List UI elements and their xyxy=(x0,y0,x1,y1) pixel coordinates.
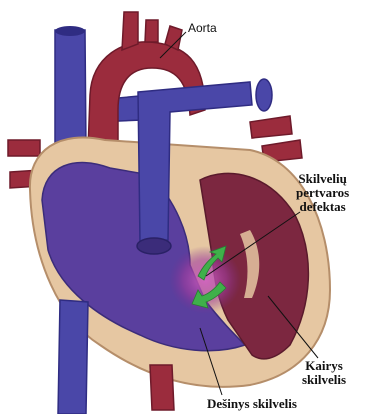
septal-defect-label-line-3: defektas xyxy=(296,200,349,214)
left-carotid-artery xyxy=(145,20,158,42)
brachiocephalic-artery xyxy=(122,12,138,50)
pulmonary-vein-upper xyxy=(250,116,292,138)
pulmonary-vein-left-upper xyxy=(8,140,40,156)
descending-aorta xyxy=(150,365,174,410)
right-ventricle-label: Dešinys skilvelis xyxy=(207,397,297,411)
septal-defect-label-line-2: pertvaros xyxy=(296,186,349,200)
left-ventricle-label-line-1: Kairys xyxy=(302,359,346,373)
septal-defect-label: Skilvelių pertvaros defektas xyxy=(296,172,349,214)
pulmonary-trunk-opening xyxy=(256,79,272,111)
left-ventricle-label: Kairys skilvelis xyxy=(302,359,346,387)
left-ventricle-label-line-2: skilvelis xyxy=(302,373,346,387)
inferior-vena-cava xyxy=(58,300,88,414)
superior-vena-cava-opening xyxy=(55,26,85,36)
aorta-label: Aorta xyxy=(188,22,217,35)
pulmonary-trunk-base xyxy=(137,238,171,254)
septal-defect-label-line-1: Skilvelių xyxy=(296,172,349,186)
